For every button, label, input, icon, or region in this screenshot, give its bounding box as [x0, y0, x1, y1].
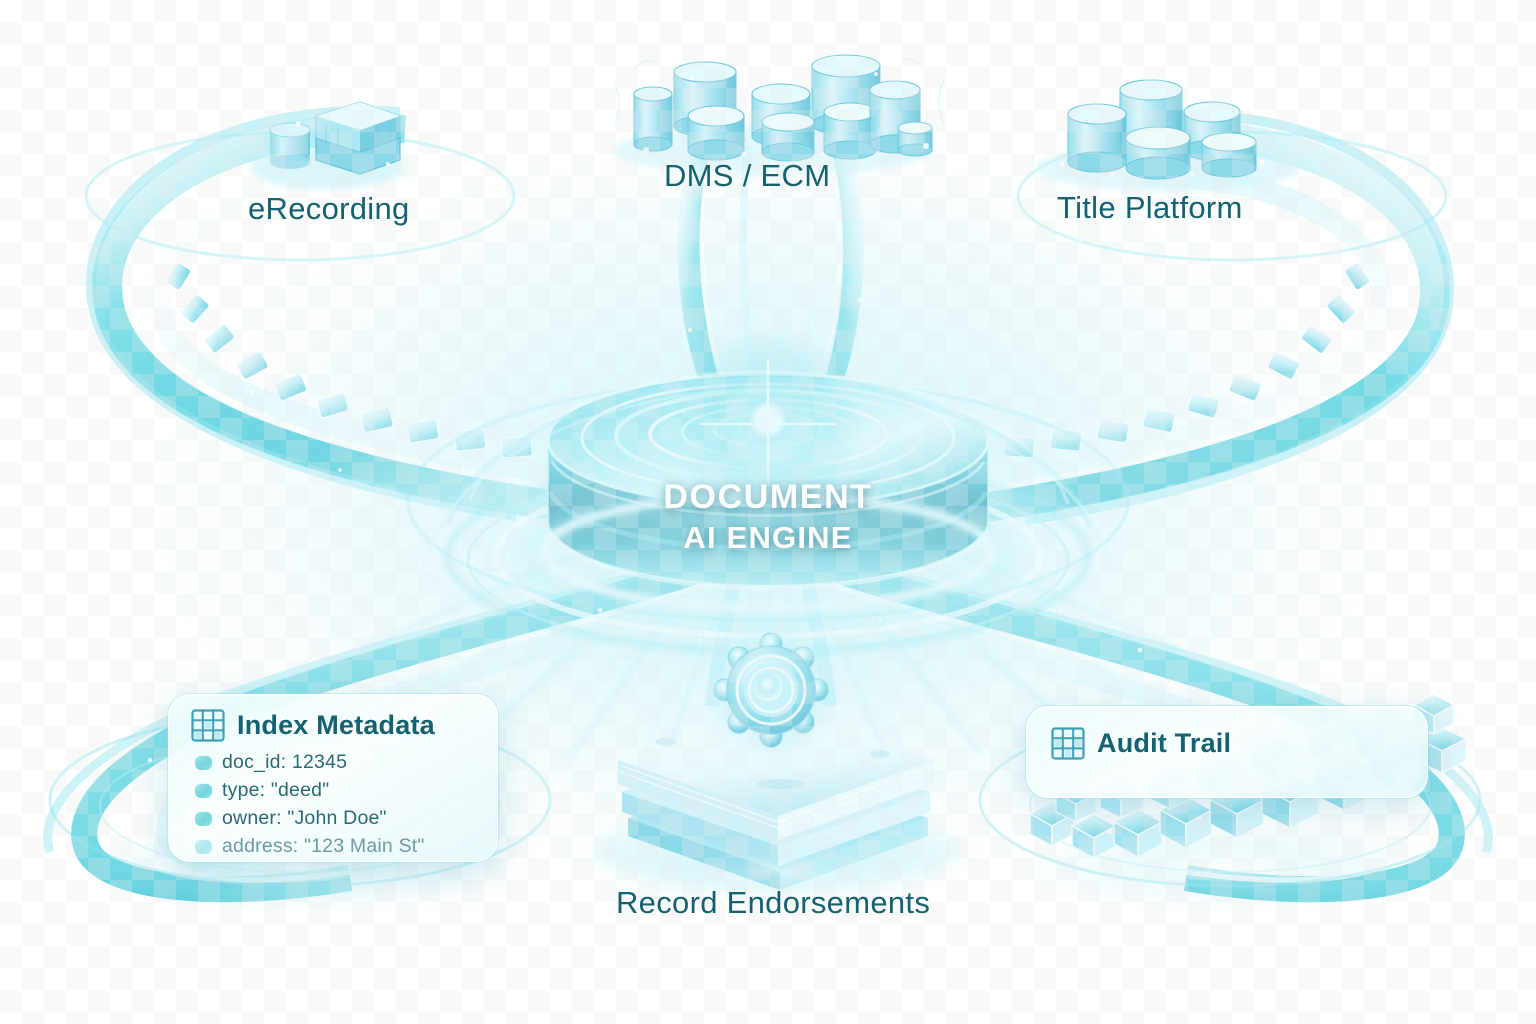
record-endorsements-icon: [594, 630, 958, 890]
title-platform-icon: [1036, 79, 1300, 192]
list-item: owner: "John Doe": [195, 807, 497, 830]
field-address: address: "123 Main St": [222, 835, 425, 857]
bullet-icon: [195, 755, 212, 770]
index-metadata-fields: doc_id: 12345 type: "deed" owner: "John …: [169, 742, 497, 858]
engine-title-line2: AI ENGINE: [683, 520, 853, 555]
table-grid-icon: [1051, 727, 1085, 760]
audit-trail-header: Audit Trail: [1027, 707, 1427, 760]
index-metadata-card[interactable]: Index Metadata doc_id: 12345 type: "deed…: [168, 694, 498, 862]
flow-ribbon-title-platform: [762, 110, 1455, 528]
list-item: doc_id: 12345: [195, 751, 497, 774]
flow-ribbon-endorsements: [705, 550, 837, 707]
audit-trail-title: Audit Trail: [1097, 728, 1232, 758]
field-doc-id: doc_id: 12345: [222, 751, 348, 773]
bullet-icon: [195, 783, 212, 798]
list-item: address: "123 Main St": [195, 835, 497, 858]
engine-title-line1: DOCUMENT: [663, 478, 873, 516]
index-metadata-title: Index Metadata: [237, 710, 435, 740]
gear-seal-icon: [711, 630, 831, 750]
index-metadata-header: Index Metadata: [169, 695, 497, 742]
bullet-icon: [195, 839, 212, 854]
list-item: type: "deed": [195, 779, 497, 802]
field-type: type: "deed": [222, 779, 330, 801]
source-label-dms-ecm: DMS / ECM: [664, 158, 831, 193]
table-grid-icon: [191, 709, 225, 742]
bullet-icon: [195, 811, 212, 826]
audit-trail-card[interactable]: Audit Trail: [1026, 706, 1428, 798]
erecording-icon: [250, 101, 402, 190]
field-owner: owner: "John Doe": [222, 807, 387, 829]
source-label-title-platform: Title Platform: [1057, 190, 1243, 225]
source-label-erecording: eRecording: [248, 191, 410, 226]
output-label-record-endorsements: Record Endorsements: [616, 885, 931, 920]
